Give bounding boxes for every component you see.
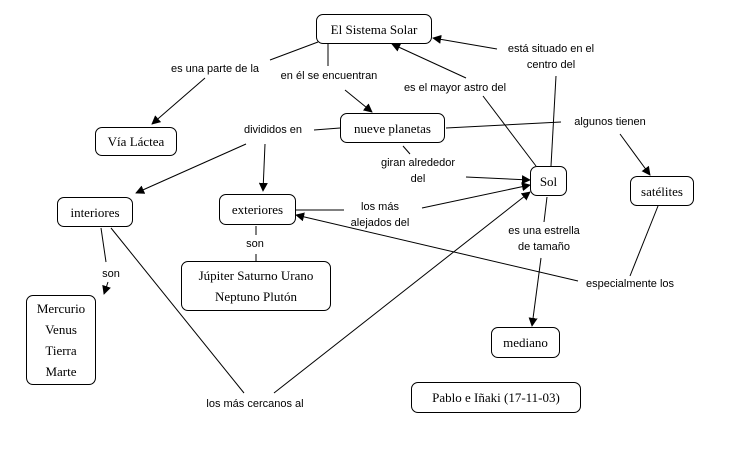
connector-arrow <box>102 281 111 295</box>
connector-line <box>482 95 537 167</box>
link-son-interiores: son <box>102 268 120 280</box>
link-divididos-en: divididos en <box>243 124 303 136</box>
link-especialmente: especialmente los <box>585 278 675 290</box>
connector-line <box>629 205 659 277</box>
connector-arrow <box>391 43 467 79</box>
connector-line <box>445 121 562 129</box>
connector-arrow <box>151 77 206 125</box>
concept-sistema-solar: El Sistema Solar <box>316 14 432 44</box>
connector-arrow <box>421 182 531 209</box>
link-mayor-astro: es el mayor astro del <box>403 82 507 94</box>
connector-line <box>402 145 411 155</box>
link-mas-cercanos: los más cercanos al <box>206 398 304 410</box>
link-parte-de: es una parte de la <box>170 63 260 75</box>
connector-line <box>100 227 107 263</box>
concept-planetas-exteriores: Júpiter Saturno Urano Neptuno Plutón <box>181 261 331 311</box>
concept-nueve-planetas: nueve planetas <box>340 113 445 143</box>
connector-arrow <box>135 143 247 194</box>
concept-mediano: mediano <box>491 327 560 358</box>
concept-planetas-interiores: Mercurio Venus Tierra Marte <box>26 295 96 385</box>
connector-line <box>550 75 557 167</box>
connector-line <box>110 227 245 394</box>
connector-line <box>543 196 548 223</box>
link-situado-en: está situado en el centro del <box>507 43 595 71</box>
concept-autores: Pablo e Iñaki (17-11-03) <box>411 382 581 413</box>
link-se-encuentran: en él se encuentran <box>280 70 378 82</box>
connector-arrow <box>344 89 373 113</box>
connector-line <box>269 41 319 61</box>
concept-satelites: satélites <box>630 176 694 206</box>
connector-arrow <box>295 212 579 282</box>
link-algunos-tienen: algunos tienen <box>574 116 646 128</box>
connector-line <box>313 127 341 131</box>
connector-arrow <box>465 175 531 185</box>
concept-interiores: interiores <box>57 197 133 227</box>
link-mas-alejados: los más alejados del <box>350 201 410 229</box>
connector-arrow <box>528 257 542 327</box>
connector-arrow <box>258 143 268 192</box>
connector-arrow <box>432 34 498 50</box>
concept-sol: Sol <box>530 166 567 196</box>
link-estrella-tamano: es una estrella de tamaño <box>508 225 580 253</box>
concept-via-lactea: Vía Láctea <box>95 127 177 156</box>
connector-arrow <box>619 133 651 176</box>
link-giran-alrededor: giran alrededor del <box>381 157 455 185</box>
link-son-exteriores: son <box>246 238 264 250</box>
concept-exteriores: exteriores <box>219 194 296 225</box>
connector-arrow <box>273 191 531 394</box>
